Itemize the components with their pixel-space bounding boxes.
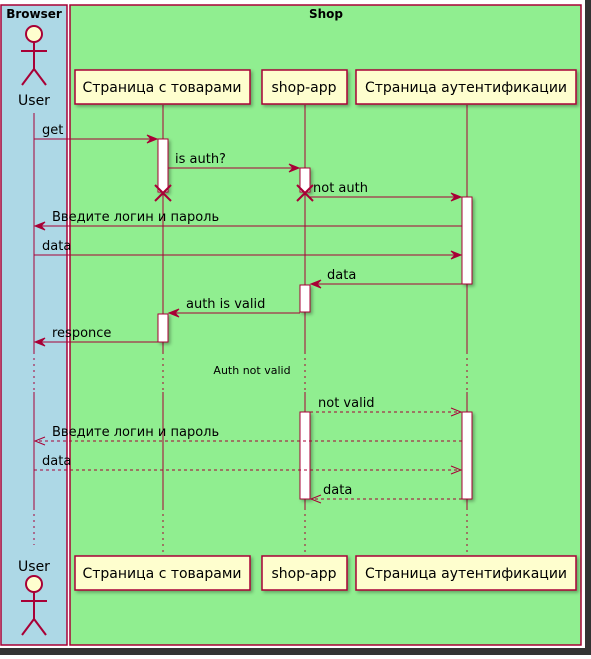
activation-products-1 [157, 138, 169, 193]
browser-group-title: Browser [6, 7, 62, 21]
participant-auth-page-label-bottom: Страница аутентификации [365, 566, 567, 582]
activation-shop-app-3 [299, 411, 311, 500]
divider-label: Auth not valid [213, 364, 290, 377]
activation-shop-app-2 [299, 284, 311, 313]
message-data-4-label: data [323, 483, 352, 498]
arrow-head-enter-login-2 [33, 436, 46, 446]
page-border-right [585, 0, 591, 655]
arrow-head-data-4 [309, 494, 322, 504]
participant-auth-page-label: Страница аутентификации [365, 80, 567, 96]
actor-head-icon [25, 25, 43, 43]
participant-shop-app-box-bottom [261, 555, 348, 591]
actor-user-top [21, 25, 47, 86]
participant-products-label-bottom: Страница с товарами [82, 566, 241, 582]
participant-auth-page-box [355, 69, 577, 105]
arrow-head-not-valid [450, 407, 463, 417]
message-enter-login-2-label: Введите логин и пароль [52, 425, 219, 440]
participant-products-label: Страница с товарами [82, 80, 241, 96]
activation-auth-page-2 [461, 411, 473, 500]
message-arrows [33, 134, 463, 504]
message-not-auth-label: not auth [313, 181, 368, 196]
actor-user-bottom-label: User [18, 559, 50, 575]
participant-products-box-bottom [74, 555, 251, 591]
message-data-2-label: data [327, 268, 356, 283]
message-response-label: responce [52, 326, 111, 341]
message-data-1-label: data [42, 239, 71, 254]
message-not-valid-label: not valid [318, 396, 375, 411]
shop-group: Shop [69, 4, 582, 646]
message-get-label: get [42, 123, 63, 138]
message-data-3-label: data [42, 454, 71, 469]
participant-shop-app-box [261, 69, 348, 105]
participant-products-box [74, 69, 251, 105]
lifelines [33, 105, 468, 555]
shop-group-title: Shop [309, 7, 343, 21]
actor-head-icon-bottom [25, 575, 43, 593]
activation-products-2 [157, 313, 169, 343]
activation-bars [157, 138, 473, 500]
page-border-bottom [0, 648, 591, 655]
message-auth-valid-label: auth is valid [186, 297, 265, 312]
participant-boxes-bottom [74, 555, 577, 591]
arrow-head-data-3 [450, 465, 463, 475]
actor-user-bottom [21, 575, 47, 636]
participant-auth-page-box-bottom [355, 555, 577, 591]
participant-shop-app-label: shop-app [271, 80, 336, 96]
participant-shop-app-label-bottom: shop-app [271, 566, 336, 582]
message-is-auth-label: is auth? [175, 152, 226, 167]
actor-user-top-label: User [18, 93, 50, 109]
message-enter-login-1-label: Введите логин и пароль [52, 210, 219, 225]
destroy-marks [154, 184, 314, 202]
participant-boxes-top [74, 69, 577, 105]
activation-auth-page-1 [461, 196, 473, 285]
